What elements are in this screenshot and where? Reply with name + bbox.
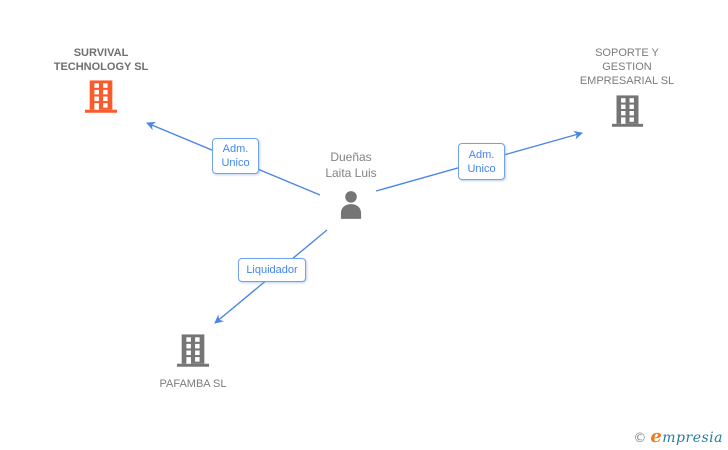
- building-icon: [84, 79, 118, 119]
- edge-label-line: Unico: [221, 157, 250, 169]
- edge-label-adm-unico-right: Adm. Unico: [458, 143, 505, 180]
- edge-label-adm-unico-left: Adm. Unico: [212, 138, 259, 174]
- company-name-line: SURVIVAL: [73, 47, 129, 59]
- edge-label-line: Adm.: [222, 143, 249, 155]
- empresia-wordmark: empresia: [650, 426, 723, 447]
- building-icon: [176, 333, 210, 373]
- copyright-icon: ©: [633, 431, 647, 446]
- person-node-duenas-laita-luis[interactable]: Dueñas Laita Luis: [271, 149, 431, 225]
- company-name-line: TECHNOLOGY SL: [53, 61, 149, 73]
- building-icon: [611, 94, 644, 133]
- edge-label-line: Liquidador: [246, 264, 298, 276]
- company-node-pafamba[interactable]: PAFAMBA SL: [113, 333, 273, 391]
- empresia-logo[interactable]: © empresia: [633, 426, 723, 447]
- company-name-line: PAFAMBA SL: [159, 378, 227, 390]
- person-name-line: Dueñas: [330, 150, 372, 164]
- company-node-soporte[interactable]: SOPORTE Y GESTION EMPRESARIAL SL: [547, 46, 707, 133]
- person-name-line: Laita Luis: [325, 166, 377, 180]
- company-name-line: EMPRESARIAL SL: [579, 75, 675, 87]
- edge-label-line: Unico: [467, 162, 496, 175]
- person-icon: [336, 190, 366, 225]
- company-node-survival[interactable]: SURVIVAL TECHNOLOGY SL: [21, 46, 181, 119]
- company-name-line: GESTION: [602, 61, 652, 73]
- company-name-line: SOPORTE Y: [595, 47, 659, 59]
- edge-label-liquidador: Liquidador: [238, 258, 306, 282]
- edge-label-line: Adm.: [468, 148, 495, 161]
